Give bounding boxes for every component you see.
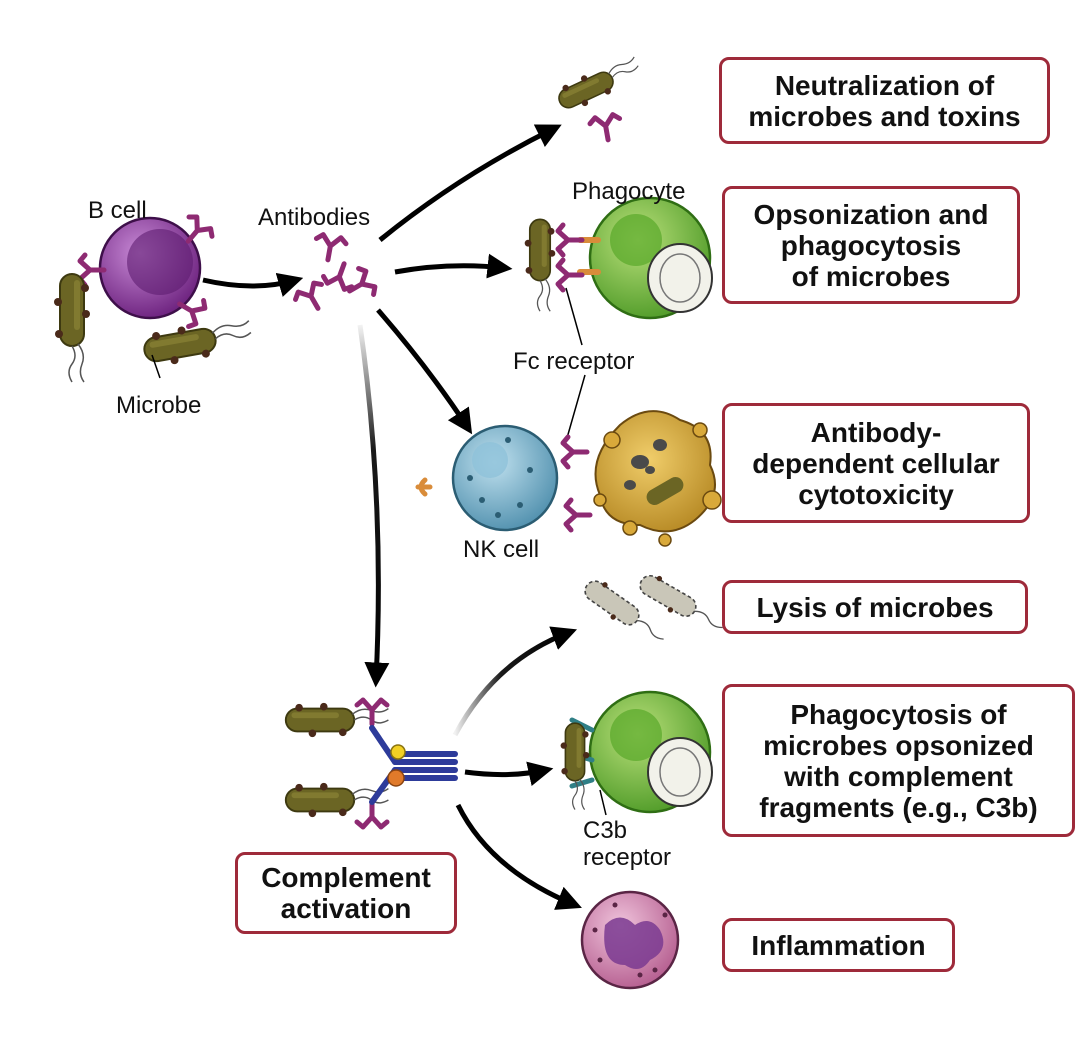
lysis-text: Lysis of microbes (756, 591, 994, 623)
neutralization-box: Neutralization of microbes and toxins (719, 57, 1050, 144)
arrow-bcell-to-antibodies (202, 272, 304, 297)
arrow-to-complement-phagocytosis (464, 761, 554, 786)
nk-cell-icon (415, 424, 559, 532)
arrow-to-complement (357, 324, 390, 688)
dying-target-cell-icon (593, 410, 722, 547)
arrow-to-nk-cell (376, 308, 473, 435)
b-cell-icon (80, 213, 215, 329)
opsonization-text: Opsonization and phagocytosis of microbe… (753, 198, 989, 292)
nk-antibody-bridge-icon (563, 437, 590, 530)
complement-activation-box: Complement activation (235, 852, 457, 934)
fc-receptor-leader-line (565, 287, 583, 346)
complement-activation-text: Complement activation (261, 862, 431, 924)
adcc-text: Antibody- dependent cellular cytotoxicit… (752, 416, 1000, 510)
opsonized-microbe-icon (523, 218, 582, 313)
antibody-cluster-icon (293, 234, 378, 316)
phagocyte-label: Phagocyte (572, 178, 686, 205)
arrow-to-lysis (452, 626, 578, 737)
complement-phagocytosis-text: Phagocytosis of microbes opsonized with … (759, 698, 1038, 823)
adcc-box: Antibody- dependent cellular cytotoxicit… (722, 403, 1030, 523)
complement-phagocytosis-box: Phagocytosis of microbes opsonized with … (722, 684, 1075, 837)
lysed-microbe-icon (578, 568, 731, 652)
c3b-phagocyte-icon (569, 690, 713, 814)
c3b-receptor-label: C3b receptor (583, 817, 672, 871)
antibodies-label: Antibodies (258, 204, 371, 231)
phagocyte-icon (577, 196, 713, 320)
lysis-box: Lysis of microbes (722, 580, 1028, 634)
c3b-opsonized-microbe-icon (559, 722, 591, 811)
fc-receptor-label: Fc receptor (513, 348, 635, 375)
arrow-to-inflammation (455, 803, 582, 910)
complement-activation-icon (284, 700, 458, 827)
nk-cell-label: NK cell (463, 536, 540, 563)
b-cell-label: B cell (88, 197, 147, 224)
microbe-leader-line (151, 354, 161, 379)
opsonization-box: Opsonization and phagocytosis of microbe… (722, 186, 1020, 304)
arrow-to-opsonization (394, 253, 513, 279)
microbe-label: Microbe (116, 392, 202, 419)
inflammation-box: Inflammation (722, 918, 955, 972)
fc-receptor-leader-line-2 (564, 374, 586, 446)
arrow-to-neutralization (378, 124, 562, 242)
neutralization-text: Neutralization of microbes and toxins (748, 69, 1021, 132)
inflammation-text: Inflammation (751, 929, 926, 961)
neutralized-microbe-icon (553, 51, 646, 143)
inflammatory-cell-icon (580, 890, 680, 990)
c3b-receptor-leader-line (599, 789, 607, 816)
